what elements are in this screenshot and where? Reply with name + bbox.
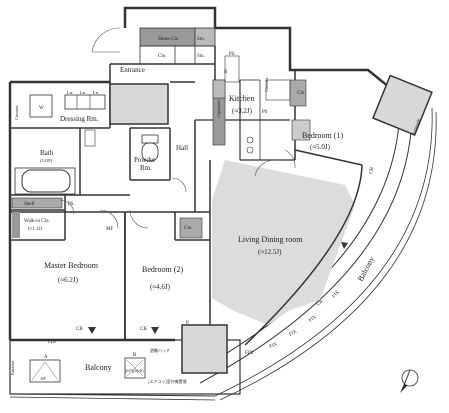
label-cb-3: CB [369,166,375,174]
label-r: R [224,70,228,75]
living-dining-shade [212,160,355,325]
label-walkin: Walk-in Clo. [24,219,50,224]
label-w: W [39,106,44,111]
balcony-bottom [9,339,241,401]
label-ps-walkin: PS [68,202,74,207]
label-bath: Bath [40,149,54,157]
label-clo-bed2: Clo. [184,226,192,231]
label-jp-note1: 避難ハッチ [150,347,170,353]
label-bedroom2-area: (≈4.6J) [150,283,171,291]
shaft-right [372,74,433,136]
label-master: Master Bedroom [44,261,99,270]
label-fix-6: FIX [332,290,341,300]
arrow-mark-1 [88,327,96,334]
kitchen-fittings [212,55,311,161]
label-promenade: Promenade [410,118,421,137]
label-powder-rm: Rm. [140,164,152,172]
toilet [84,129,159,162]
label-sto: Sto. [197,37,205,42]
label-master-area: (≈6.2J) [58,276,79,284]
label-balcony-right: Balcony [356,255,376,283]
label-cb-4: CB [316,299,325,308]
label-living-area: (≈12.5J) [258,248,282,256]
label-shelf: Shelf [24,202,35,207]
label-clo-kitchen: Clo. [297,91,305,96]
label-shoes-clo: Shoes Clo [158,37,179,42]
label-ap: AP [40,376,46,381]
shaft-top [109,83,169,125]
label-entrance: Entrance [120,66,145,74]
label-fix-3: FIX [269,342,279,350]
door-swings [59,27,296,229]
label-bedroom1: Bedroom (1) [302,131,343,140]
bathtub [14,167,76,195]
label-bath-size: (1418) [40,158,52,163]
label-mf: MF [106,227,113,232]
label-ps-kitchen: PS [262,110,268,115]
label-jp-note2: (EP)(A)(B) [125,368,144,373]
label-a: A [44,355,48,360]
label-walkin-area: (≈1.1J) [28,227,43,232]
label-bedroom2: Bedroom (2) [142,265,183,274]
label-clo-top: Clo. [158,54,166,59]
dressing-shelves [29,94,106,118]
label-sto-2: Sto. [197,54,205,59]
label-p: P [186,321,189,326]
shaft-bottom [181,324,228,374]
compass-icon [400,369,419,393]
label-fix-1: FIX [48,340,56,345]
label-dressing: Dressing Rm. [60,115,99,123]
label-ln-1: Ln. [67,90,73,95]
label-cb-1: CB [76,327,83,332]
label-hall: Hall [176,144,188,152]
label-cb-2: CB [140,327,147,332]
outer-walls [8,6,401,346]
label-kitchen-area: (≈3.2J) [232,107,253,115]
room-labels: Shoes Clo Sto. Clo. Sto. PS R Entrance K… [10,37,421,384]
label-balcony-bottom: Balcony [85,363,112,372]
walkin-shelf-shade [12,212,20,238]
label-counter-2: Counter [14,105,19,120]
arrow-mark-2 [151,327,159,334]
label-fix-2: FIX [245,351,253,356]
label-partition: Partition [10,361,15,375]
label-counter: Counter [264,77,269,92]
arrow-mark-3 [341,242,348,249]
label-fix-4: FIX [289,329,299,337]
label-jp-note3: (エアコン)室外機置場 [148,378,187,384]
label-b: B [133,353,137,358]
label-fix-5: FIX [308,315,318,324]
label-cupboard: Cupboard [216,100,221,118]
balcony-right [194,95,437,401]
label-kitchen: Kitchen [229,94,254,103]
label-living: Living Dining room [238,235,303,244]
label-powder: Powder [134,156,156,164]
label-ps-top: PS [229,52,235,57]
label-ln-2: Ln. [80,90,86,95]
label-bedroom1-area: (≈5.0J) [310,143,331,151]
label-ln-3: Ln. [93,90,99,95]
